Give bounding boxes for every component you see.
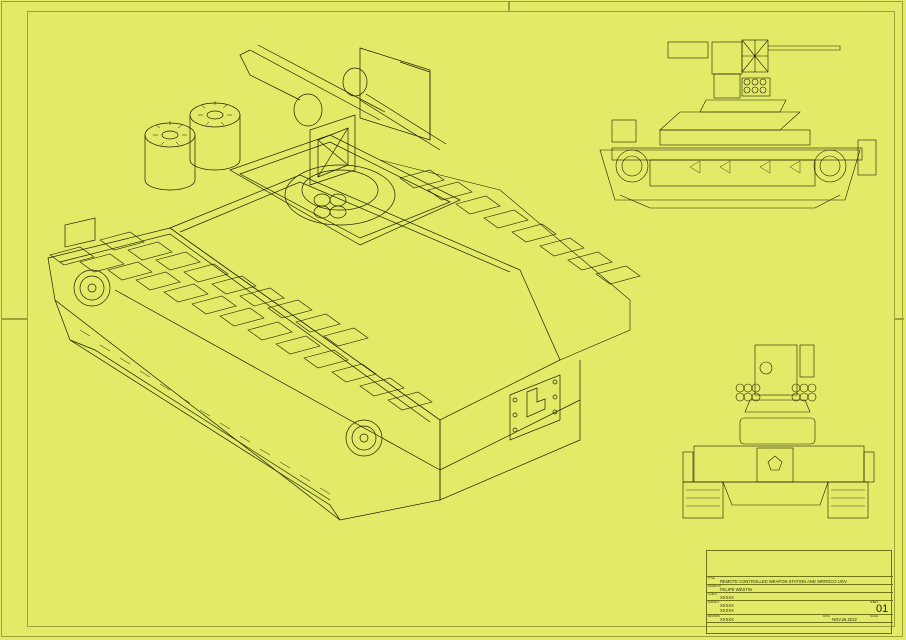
scale-label: SCALE [870,615,879,618]
client-row-divider [706,592,893,593]
drawn-by: FELIPE WESTIN [720,587,752,592]
subject-row-divider [706,600,893,601]
subject-line-2: XXXXX [720,608,734,613]
title-label: TITLE [708,577,715,580]
date: NOV.26.2022 [832,617,857,622]
subject-label: SUBJECT [708,601,720,604]
bottom-row-divider [706,622,893,623]
weapon-mount [239,44,447,219]
sensor-domes [144,101,241,191]
drawn-by-label: DRAWN BY [708,585,722,588]
client: XXXXX [720,595,734,600]
turret-deck [229,134,461,246]
subject-line-1: XXXXX [720,603,734,608]
zone-tick-right [895,318,904,320]
right-track [379,159,641,361]
client-label: CLIENT [708,593,717,596]
zone-tick-top [508,1,510,11]
title-row-divider [706,576,893,577]
date-label: DATE [823,615,830,618]
drawn-row-divider [706,584,893,585]
zone-tick-left [1,318,27,320]
sheet-label: SHEET [870,601,879,604]
revision: XXXXX [720,617,734,622]
inner-border [27,11,895,627]
drawing-title: REMOTE CONTROLLED WEAPON STATION AND SIR… [720,579,847,584]
revision-row-divider [706,614,893,615]
hull [114,174,581,501]
sheet-number: 01 [876,603,889,615]
revision-label: REVISION [708,615,720,618]
title-block: TITLE REMOTE CONTROLLED WEAPON STATION A… [706,550,893,636]
left-track [47,217,441,521]
